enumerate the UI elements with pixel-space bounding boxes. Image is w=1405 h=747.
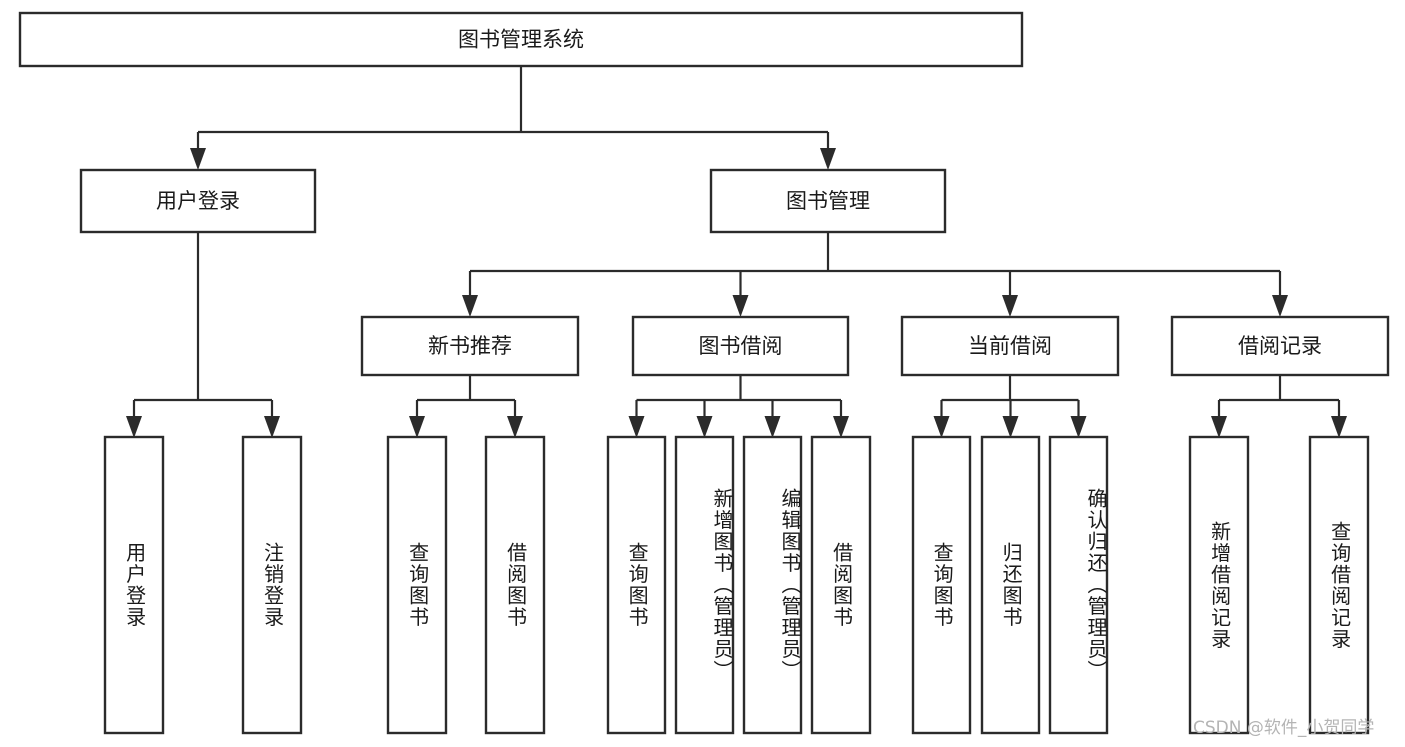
leaf-node-1-box xyxy=(241,435,303,735)
leaf-node-11-label: 新增借阅记录 xyxy=(1207,520,1232,650)
leaf-node-9-box xyxy=(980,435,1041,735)
leaf-node-8-label-wrap: 查询图书 xyxy=(930,542,955,628)
leaf-node-0-box xyxy=(103,435,165,735)
leaf-node-3-box xyxy=(484,435,546,735)
arrow-head-icon xyxy=(1331,416,1347,438)
level2-node-0-label: 用户登录 xyxy=(156,189,240,213)
arrow-head-icon xyxy=(190,148,206,170)
level2-node-1-label: 图书管理 xyxy=(786,189,870,213)
level2-node-0-box xyxy=(79,168,317,234)
leaf-node-5-box xyxy=(674,435,735,735)
leaf-node-8-label: 查询图书 xyxy=(930,542,955,628)
level3-node-3-label: 借阅记录 xyxy=(1238,334,1322,358)
leaf-node-9-label-wrap: 归还图书 xyxy=(999,542,1024,628)
leaf-node-11[interactable]: 新增借阅记录 xyxy=(1188,435,1250,735)
arrow-head-icon xyxy=(696,416,713,438)
level3-node-3-box xyxy=(1170,315,1390,377)
leaf-node-9-label: 归还图书 xyxy=(999,542,1024,628)
leaf-node-12-label-wrap: 查询借阅记录 xyxy=(1327,520,1352,650)
level2-node-1[interactable]: 图书管理 xyxy=(709,168,947,234)
arrow-head-icon xyxy=(820,148,836,170)
leaf-node-10-label: 确认归还（管理员） xyxy=(1084,488,1108,682)
arrow-head-icon xyxy=(126,416,142,438)
leaf-node-7-label: 借阅图书 xyxy=(829,542,854,628)
level3-node-0-label: 新书推荐 xyxy=(428,334,512,358)
leaf-node-6-label-wrap: 编辑图书（管理员） xyxy=(778,488,802,682)
leaf-node-11-label-wrap: 新增借阅记录 xyxy=(1207,520,1232,650)
arrow-head-icon xyxy=(507,416,523,438)
arrow-head-icon xyxy=(1002,416,1019,438)
leaf-node-6[interactable]: 编辑图书（管理员） xyxy=(742,435,803,735)
arrow-head-icon xyxy=(409,416,425,438)
arrow-head-icon xyxy=(462,295,478,317)
leaf-node-4-label: 查询图书 xyxy=(625,542,650,628)
leaf-node-4[interactable]: 查询图书 xyxy=(606,435,667,735)
leaf-node-8[interactable]: 查询图书 xyxy=(911,435,972,735)
arrow-head-icon xyxy=(933,416,950,438)
level3-node-2-label: 当前借阅 xyxy=(968,334,1052,358)
leaf-node-1[interactable]: 注销登录 xyxy=(241,435,303,735)
leaf-node-7-label-wrap: 借阅图书 xyxy=(829,542,854,628)
leaf-node-6-box xyxy=(742,435,803,735)
connector-lines-group xyxy=(126,66,1347,438)
arrow-head-icon xyxy=(1070,416,1087,438)
leaf-node-3[interactable]: 借阅图书 xyxy=(484,435,546,735)
arrow-head-icon xyxy=(628,416,645,438)
leaf-node-10-label-wrap: 确认归还（管理员） xyxy=(1084,488,1108,682)
leaf-node-7-box xyxy=(810,435,872,735)
level2-node-1-box xyxy=(709,168,947,234)
csdn-watermark: CSDN @软件_小贺同学 xyxy=(1193,718,1374,738)
leaf-node-4-label-wrap: 查询图书 xyxy=(625,542,650,628)
leaf-node-2[interactable]: 查询图书 xyxy=(386,435,448,735)
leaf-node-6-label: 编辑图书（管理员） xyxy=(778,488,802,682)
arrow-head-icon xyxy=(1002,295,1018,317)
leaf-node-5-label-wrap: 新增图书（管理员） xyxy=(710,488,734,682)
leaf-node-3-label-wrap: 借阅图书 xyxy=(503,542,528,628)
level2-node-0[interactable]: 用户登录 xyxy=(79,168,317,234)
level3-node-2-box xyxy=(900,315,1120,377)
level3-node-1-box xyxy=(631,315,850,377)
leaf-node-11-box xyxy=(1188,435,1250,735)
level3-node-3[interactable]: 借阅记录 xyxy=(1170,315,1390,377)
leaf-node-0-label: 用户登录 xyxy=(122,542,147,628)
leaf-node-2-label: 查询图书 xyxy=(405,542,430,628)
leaf-node-12-box xyxy=(1308,435,1370,735)
watermark-group: CSDN @软件_小贺同学 xyxy=(1193,718,1374,738)
leaf-node-12-label: 查询借阅记录 xyxy=(1327,520,1352,650)
level3-node-0-box xyxy=(360,315,580,377)
arrow-head-icon xyxy=(764,416,781,438)
leaf-node-3-label: 借阅图书 xyxy=(503,542,528,628)
leaf-node-1-label: 注销登录 xyxy=(260,542,285,628)
level3-node-1[interactable]: 图书借阅 xyxy=(631,315,850,377)
root-node-label: 图书管理系统 xyxy=(458,28,584,52)
root-node[interactable]: 图书管理系统 xyxy=(18,11,1024,68)
leaf-node-7[interactable]: 借阅图书 xyxy=(810,435,872,735)
leaf-node-2-box xyxy=(386,435,448,735)
arrow-head-icon xyxy=(264,416,280,438)
arrow-head-icon xyxy=(732,295,749,317)
leaf-node-5-label: 新增图书（管理员） xyxy=(710,488,734,682)
leaf-node-0[interactable]: 用户登录 xyxy=(103,435,165,735)
leaf-node-5[interactable]: 新增图书（管理员） xyxy=(674,435,735,735)
level3-node-0[interactable]: 新书推荐 xyxy=(360,315,580,377)
arrow-head-icon xyxy=(833,416,849,438)
leaf-node-8-box xyxy=(911,435,972,735)
leaf-node-0-label-wrap: 用户登录 xyxy=(122,542,147,628)
leaf-node-4-box xyxy=(606,435,667,735)
leaf-node-9[interactable]: 归还图书 xyxy=(980,435,1041,735)
leaf-node-2-label-wrap: 查询图书 xyxy=(405,542,430,628)
root-node-box xyxy=(18,11,1024,68)
leaf-node-12[interactable]: 查询借阅记录 xyxy=(1308,435,1370,735)
arrow-head-icon xyxy=(1272,295,1288,317)
leaf-node-10[interactable]: 确认归还（管理员） xyxy=(1048,435,1109,735)
level3-node-1-label: 图书借阅 xyxy=(699,334,783,358)
leaf-node-1-label-wrap: 注销登录 xyxy=(260,542,285,628)
arrow-head-icon xyxy=(1211,416,1227,438)
nodes-group: 图书管理系统用户登录图书管理新书推荐图书借阅当前借阅借阅记录用户登录注销登录查询… xyxy=(18,11,1390,735)
leaf-node-10-box xyxy=(1048,435,1109,735)
level3-node-2[interactable]: 当前借阅 xyxy=(900,315,1120,377)
